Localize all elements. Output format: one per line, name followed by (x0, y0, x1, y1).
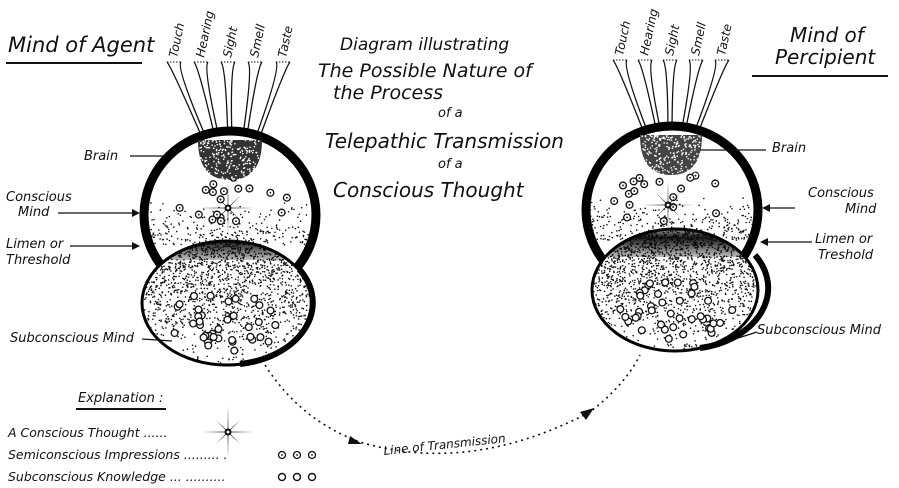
sense-organ-sight: Sight (662, 22, 683, 139)
sense-organ-taste: Taste (253, 25, 296, 143)
arrowhead-icon (348, 436, 362, 444)
sense-organ-hearing: Hearing (637, 7, 663, 139)
left-conscious-label: Conscious (6, 190, 72, 205)
arrowhead-icon (580, 408, 594, 420)
sense-label: Sight (662, 22, 682, 56)
right-semiconscious-impressions (610, 171, 721, 226)
title-line-1: Diagram illustrating (340, 35, 509, 55)
legend-label: Semiconscious Impressions ......... . (8, 447, 228, 462)
left-subconscious-label: Subconscious Mind (10, 331, 135, 346)
left-subconscious-knowledge (170, 291, 280, 355)
sense-label: Taste (714, 23, 734, 57)
sense-label: Smell (247, 22, 268, 58)
legend-label: A Conscious Thought ...... (7, 425, 167, 440)
right-subconscious-knowledge (616, 278, 737, 343)
sense-label: Sight (220, 24, 240, 58)
right-mind-title-2: Percipient (775, 45, 876, 69)
left-semiconscious-impressions (175, 173, 291, 226)
legend: Explanation : A Conscious Thought ......… (7, 391, 317, 484)
left-conscious-thought-star-icon (200, 180, 256, 236)
legend-heading: Explanation : (78, 391, 163, 406)
sense-label: Hearing (637, 7, 661, 57)
right-limen-label: Limen or (815, 232, 874, 247)
title-line-2: The Possible Nature of (318, 60, 535, 82)
legend-star-icon (202, 406, 254, 458)
left-limen-label: Limen or (6, 237, 65, 252)
sense-label: Taste (275, 25, 295, 59)
diagram-title: Diagram illustrating The Possible Nature… (318, 35, 564, 202)
sense-label: Touch (612, 19, 633, 56)
left-brain-label: Brain (84, 149, 118, 164)
right-brain-label: Brain (772, 141, 806, 156)
sense-label: Touch (166, 21, 187, 58)
legend-dotted-circles-icon (277, 450, 317, 460)
sense-organ-hearing: Hearing (193, 9, 221, 143)
left-mind-title: Mind of Agent (8, 33, 155, 57)
right-conscious-label-2: Mind (845, 202, 877, 217)
left-limen-label-2: Threshold (6, 253, 71, 268)
right-subconscious-label: Subconscious Mind (757, 323, 882, 338)
line-of-transmission: Line of Transmission (264, 354, 641, 458)
left-conscious-label-2: Mind (18, 205, 50, 220)
title-line-3: the Process (333, 82, 443, 104)
right-limen-label-2: Treshold (818, 248, 874, 263)
right-conscious-label: Conscious (808, 186, 874, 201)
right-mind-title: Mind of (790, 23, 867, 47)
title-line-5: Telepathic Transmission (325, 129, 564, 153)
sense-label: Hearing (193, 9, 217, 59)
right-conscious-thought-star-icon (642, 179, 694, 231)
sense-organ-taste: Taste (691, 23, 735, 139)
right-brain (640, 135, 702, 175)
legend-label: Subconscious Knowledge ... .......... (8, 469, 225, 484)
title-line-4: of a (438, 106, 463, 121)
legend-open-circles-icon (277, 472, 317, 482)
title-line-6: of a (438, 157, 463, 172)
title-line-7: Conscious Thought (333, 178, 525, 202)
sense-label: Smell (688, 20, 709, 56)
sense-organ-sight: Sight (220, 24, 241, 143)
sense-organ-smell: Smell (679, 20, 709, 139)
